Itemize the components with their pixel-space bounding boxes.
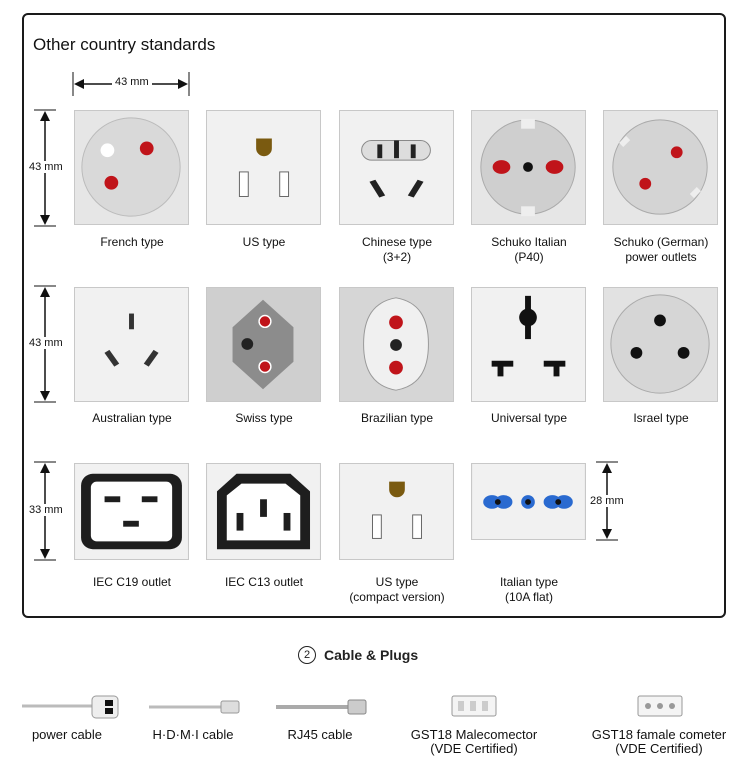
gst18-female-image	[634, 692, 686, 720]
brazilian-type-caption: Brazilian type	[360, 411, 434, 425]
hdmi-cable-image	[149, 695, 244, 719]
schuko-italian-socket	[471, 110, 586, 225]
gst18-male-caption: GST18 Malecomector(VDE Certified)	[410, 727, 538, 756]
italian-flat-socket	[471, 463, 586, 540]
power-cable-image	[22, 692, 122, 722]
schuko-german-socket	[603, 110, 718, 225]
power-cable-caption: power cable	[31, 727, 103, 742]
italian-height-label: 28 mm	[590, 495, 624, 507]
universal-type-socket	[471, 287, 586, 402]
swiss-type-caption: Swiss type	[235, 411, 293, 425]
french-type-socket	[74, 110, 189, 225]
chinese-type-caption: Chinese type(3+2)	[361, 235, 433, 264]
rj45-cable-image	[276, 695, 371, 719]
us-compact-socket	[339, 463, 454, 560]
us-compact-caption: US type(compact version)	[349, 575, 445, 604]
israel-type-socket	[603, 287, 718, 402]
swiss-type-socket	[206, 287, 321, 402]
width-dimension-label: 43 mm	[112, 76, 152, 88]
row3-height-label: 33 mm	[29, 504, 63, 516]
rj45-cable-caption: RJ45 cable	[287, 727, 353, 742]
italian-flat-caption: Italian type(10A flat)	[499, 575, 559, 604]
hdmi-cable-caption: H·D·M·I cable	[152, 727, 234, 742]
australian-type-socket	[74, 287, 189, 402]
panel-title: Other country standards	[33, 35, 216, 54]
iec-c19-caption: IEC C19 outlet	[92, 575, 172, 589]
iec-c13-caption: IEC C13 outlet	[224, 575, 304, 589]
us-type-caption: US type	[242, 235, 286, 249]
schuko-german-caption: Schuko (German)power outlets	[613, 235, 709, 264]
gst18-male-image	[448, 692, 500, 720]
gst18-female-caption: GST18 famale cometer(VDE Certified)	[591, 727, 727, 756]
cables-section-title: 2 Cable & Plugs	[298, 646, 418, 664]
chinese-type-socket	[339, 110, 454, 225]
universal-type-caption: Universal type	[490, 411, 568, 425]
standards-panel	[22, 13, 726, 618]
australian-type-caption: Australian type	[92, 411, 172, 425]
us-type-socket	[206, 110, 321, 225]
iec-c19-socket	[74, 463, 189, 560]
section-number-icon: 2	[298, 646, 316, 664]
israel-type-caption: Israel type	[633, 411, 689, 425]
french-type-caption: French type	[100, 235, 164, 249]
row2-height-label: 43 mm	[29, 337, 63, 349]
schuko-italian-caption: Schuko Italian(P40)	[491, 235, 567, 264]
iec-c13-socket	[206, 463, 321, 560]
brazilian-type-socket	[339, 287, 454, 402]
row1-height-label: 43 mm	[29, 161, 63, 173]
cables-section-label: Cable & Plugs	[324, 647, 419, 663]
